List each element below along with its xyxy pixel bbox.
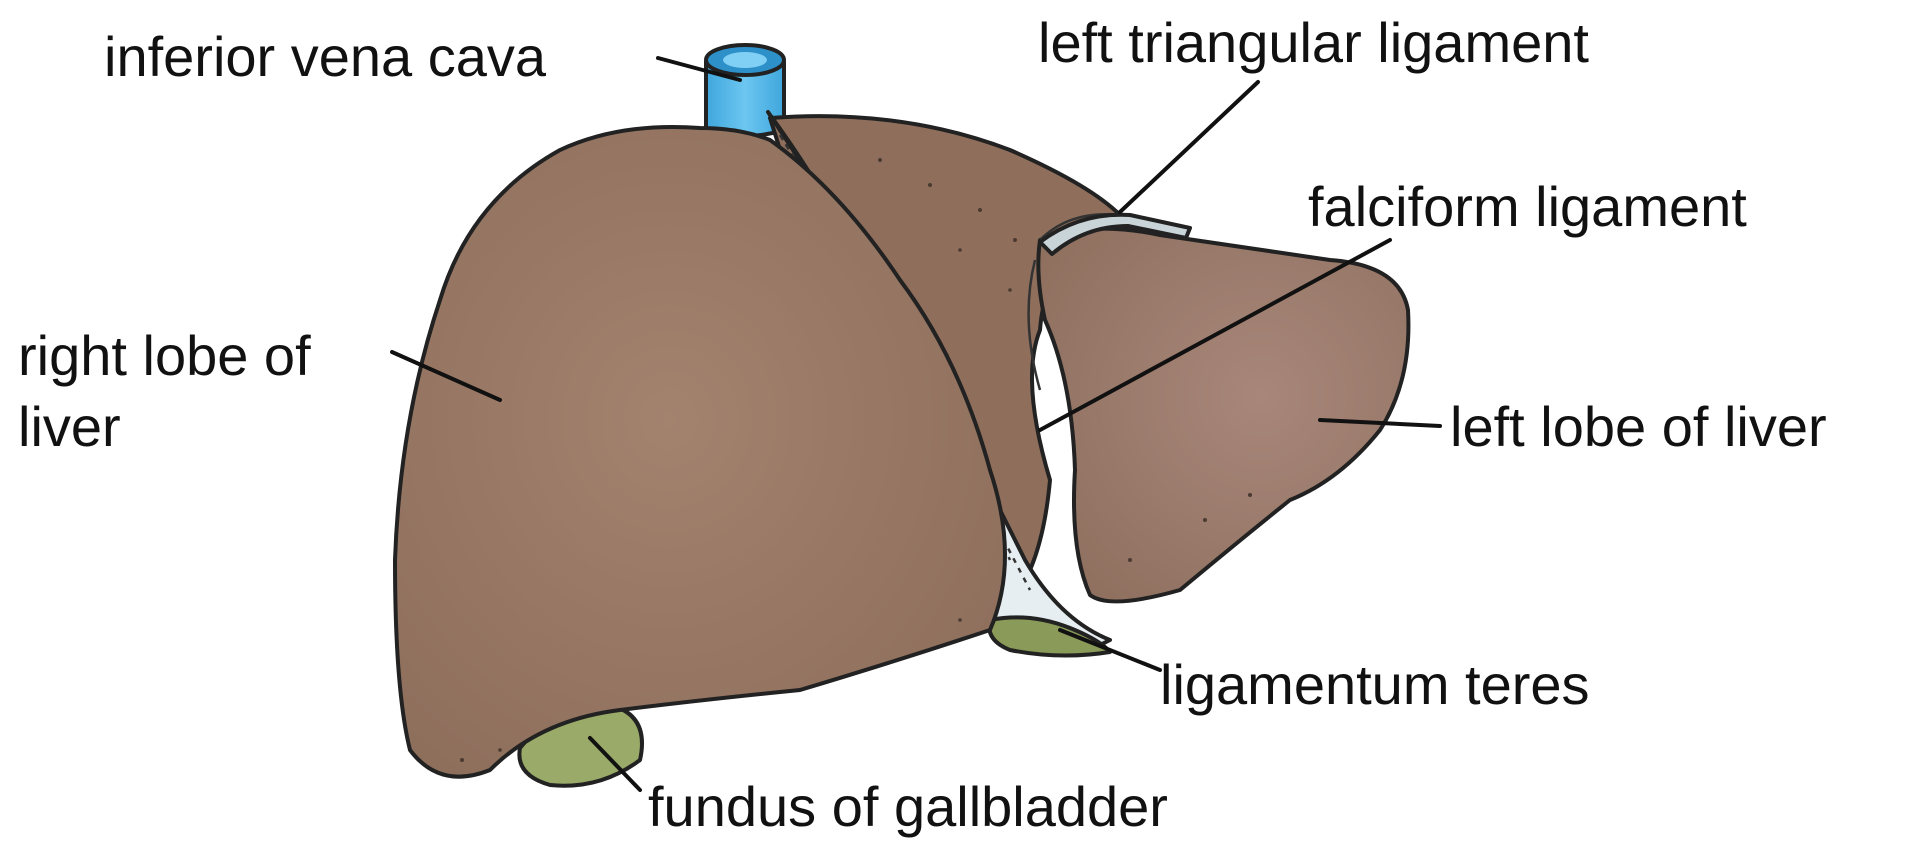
label-fundus-of-gallbladder: fundus of gallbladder [648, 775, 1168, 838]
label-falciform-ligament: falciform ligament [1308, 175, 1747, 238]
leader-left-triangular [1120, 82, 1258, 212]
left-lobe-shape [1029, 214, 1409, 601]
label-ligamentum-teres: ligamentum teres [1160, 653, 1590, 716]
label-left-triangular-ligament: left triangular ligament [1038, 11, 1589, 74]
label-inferior-vena-cava: inferior vena cava [104, 25, 547, 88]
label-left-lobe-of-liver: left lobe of liver [1450, 395, 1827, 458]
label-right-lobe-line1: right lobe of [18, 324, 311, 387]
label-right-lobe-line2: liver [18, 395, 121, 458]
ligamentum-teres-shape [989, 617, 1110, 655]
